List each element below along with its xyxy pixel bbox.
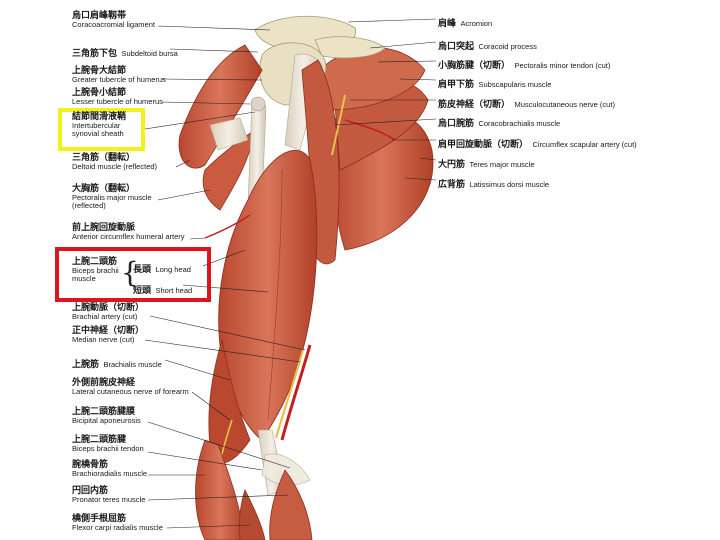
label-pectoralis-major-reflected: 大胸筋（翻転） Pectoralis major muscle (reflect… <box>72 184 152 211</box>
musculocutaneous-nerve <box>331 94 346 156</box>
label-lesser-tubercle: 上腕骨小結節 Lesser tubercle of humerus <box>72 88 163 107</box>
median-nerve <box>274 349 305 439</box>
label-brachioradialis: 腕橈骨筋 Brachioradialis muscle <box>72 460 148 479</box>
label-bicipital-aponeurosis: 上腕二頭筋腱膜 Bicipital aponeurosis <box>72 407 141 426</box>
label-flexor-carpi-radialis: 橈側手根屈筋 Flexor carpi radialis muscle <box>72 514 163 533</box>
label-pronator-teres: 円回内筋 Pronator teres muscle <box>72 486 146 505</box>
brace-symbol: { <box>121 256 139 289</box>
pectoralis-major-reflected-shape <box>202 129 256 211</box>
label-biceps-tendon: 上腕二頭筋腱 Biceps brachii tendon <box>72 435 144 454</box>
label-pectoralis-minor-tendon: 小胸筋腱（切断） Pectoralis minor tendon (cut) <box>438 61 611 71</box>
white-panel-upper <box>483 192 683 272</box>
label-anterior-circumflex-humeral-artery: 前上腕回旋動脈 Anterior circumflex humeral arte… <box>72 223 185 242</box>
label-musculocutaneous-nerve: 筋皮神経（切断） Musculocutaneous nerve (cut) <box>438 100 615 110</box>
highlight-box-synovial-sheath <box>58 108 145 151</box>
label-subscapularis: 肩甲下筋 Subscapularis muscle <box>438 80 552 90</box>
bicipital-aponeurosis <box>261 453 311 486</box>
label-subdeltoid-bursa: 三角筋下包 Subdeltoid bursa <box>72 49 178 59</box>
brachialis-shape <box>208 339 251 464</box>
leader-lines-left <box>144 25 306 529</box>
leader-lines-right <box>334 18 437 181</box>
label-circumflex-scapular-artery: 肩甲回旋動脈（切断） Circumflex scapular artery (c… <box>438 140 637 150</box>
synovial-sheath-knob <box>250 96 266 112</box>
biceps-septum-line <box>267 169 283 421</box>
label-long-head: 長頭 Long head <box>133 265 191 275</box>
label-lateral-cutaneous-nerve: 外側前腕皮神経 Lateral cutaneous nerve of forea… <box>72 378 189 397</box>
coracoid-process-bone <box>314 36 386 59</box>
label-median-nerve: 正中神経（切断） Median nerve (cut) <box>72 326 145 345</box>
label-coracoid-process: 烏口突起 Coracoid process <box>438 42 537 52</box>
biceps-brachii-belly <box>218 150 318 441</box>
label-coracobrachialis: 烏口腕筋 Coracobrachialis muscle <box>438 119 561 129</box>
label-teres-major: 大円筋 Teres major muscle <box>438 160 535 170</box>
brachial-artery <box>280 344 312 441</box>
label-short-head: 短頭 Short head <box>133 286 193 296</box>
label-biceps-brachii: 上腕二頭筋 Biceps brachii muscle <box>72 257 119 284</box>
coracobrachialis-shape <box>301 59 340 265</box>
label-intertubercular-synovial-sheath: 結節間滑液鞘 Intertubercular synovial sheath <box>72 112 127 139</box>
label-deltoid-reflected: 三角筋（翻転） Deltoid muscle (reflected) <box>72 153 158 172</box>
anterior-circumflex-artery <box>204 214 251 239</box>
white-panel-lower <box>362 272 720 540</box>
flexor-carpi-radialis-shape <box>238 488 266 540</box>
label-acromion: 肩峰 Acromion <box>438 19 493 29</box>
label-brachialis: 上腕筋 Brachialis muscle <box>72 360 162 370</box>
label-greater-tubercle: 上腕骨大結節 Greater tubercle of humerus <box>72 66 166 85</box>
highlight-box-biceps <box>55 247 211 302</box>
pronator-teres-shape <box>269 469 313 540</box>
label-brachial-artery: 上腕動脈（切断） Brachial artery (cut) <box>72 303 145 322</box>
label-coracoacromial-ligament: 烏口肩峰靱帯 Coracoacromial ligament <box>72 11 155 30</box>
circumflex-artery <box>344 119 396 141</box>
brachioradialis-shape <box>195 439 246 540</box>
label-latissimus-dorsi: 広背筋 Latissimus dorsi muscle <box>438 180 550 190</box>
pectoralis-tendon <box>209 117 249 151</box>
